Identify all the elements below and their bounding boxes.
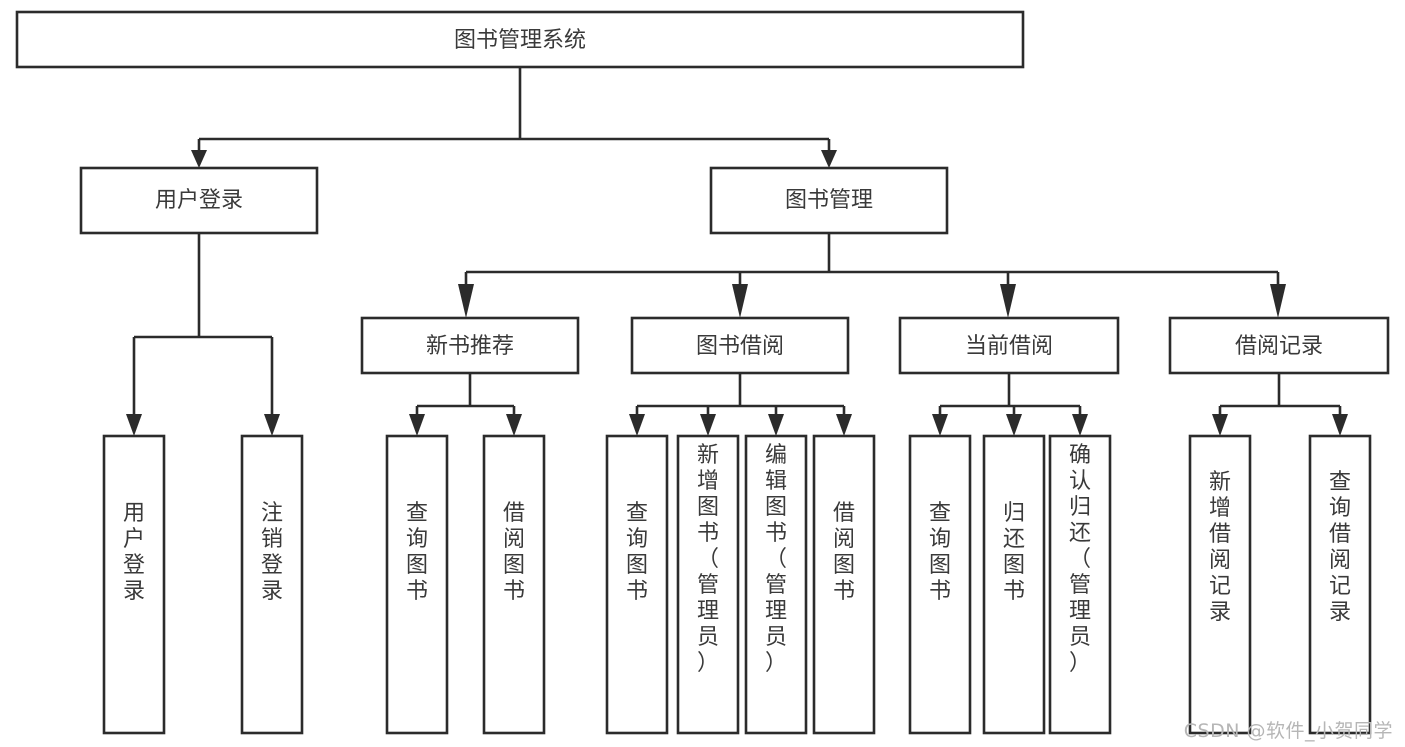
arrowhead-new-book-rec — [458, 284, 474, 318]
node-book-management[interactable]: 图书管理 — [709, 166, 949, 235]
leaf-user-login-label: 用户登录 — [123, 501, 145, 604]
leaf-query-book-3-label: 查询图书 — [929, 501, 951, 604]
node-current-borrowing[interactable]: 当前借阅 — [898, 316, 1120, 375]
leaf-borrow-book-2-label: 借阅图书 — [833, 501, 855, 604]
leaf-query-book-3[interactable]: 查询图书 — [908, 434, 972, 735]
leaf-add-book-admin-label: 新增图书（管理员） — [697, 443, 719, 676]
leaf-layer: 用户登录 注销登录 查询图书 借阅图书 查询图书 新增图书（管理员） — [102, 434, 1372, 735]
leaf-borrow-book-1-box[interactable] — [482, 434, 546, 735]
leaf-logout-label: 注销登录 — [261, 501, 283, 604]
leaf-confirm-return-admin-label: 确认归还（管理员） — [1069, 443, 1091, 676]
leaf-confirm-return-admin[interactable]: 确认归还（管理员） — [1048, 434, 1112, 735]
leaf-logout[interactable]: 注销登录 — [240, 434, 304, 735]
node-current-borrowing-label: 当前借阅 — [965, 334, 1053, 359]
leaf-user-login-box[interactable] — [102, 434, 166, 735]
leaf-add-book-admin-box[interactable] — [676, 434, 740, 735]
leaf-query-book-1-box[interactable] — [385, 434, 449, 735]
csdn-watermark: CSDN @软件_小贺同学 — [1183, 720, 1393, 742]
leaf-return-book[interactable]: 归还图书 — [982, 434, 1046, 735]
leaf-return-book-label: 归还图书 — [1003, 501, 1025, 604]
leaf-borrow-book-1-label: 借阅图书 — [503, 501, 525, 604]
leaf-query-book-1-label: 查询图书 — [406, 501, 428, 604]
node-borrowing-record-box[interactable] — [1168, 316, 1390, 375]
leaf-query-book-3-box[interactable] — [908, 434, 972, 735]
connector-layer — [126, 67, 1348, 436]
arrowhead-leaf-query-book-2 — [629, 414, 645, 436]
leaf-edit-book-admin[interactable]: 编辑图书（管理员） — [744, 434, 808, 735]
node-user-login-label: 用户登录 — [155, 188, 243, 213]
node-current-borrowing-box[interactable] — [898, 316, 1120, 375]
arrowhead-leaf-edit-book — [768, 414, 784, 436]
node-book-borrowing[interactable]: 图书借阅 — [630, 316, 850, 375]
arrowhead-leaf-query-book-3 — [932, 414, 948, 436]
leaf-query-borrow-record-box[interactable] — [1308, 434, 1372, 735]
node-user-login-box[interactable] — [79, 166, 319, 235]
arrowhead-leaf-add-book — [700, 414, 716, 436]
arrowhead-borrow-record — [1270, 284, 1286, 318]
leaf-add-borrow-record[interactable]: 新增借阅记录 — [1188, 434, 1252, 735]
leaf-query-book-2-label: 查询图书 — [626, 501, 648, 604]
leaf-borrow-book-1[interactable]: 借阅图书 — [482, 434, 546, 735]
arrowhead-root-to-user-login — [191, 150, 207, 168]
leaf-query-book-1[interactable]: 查询图书 — [385, 434, 449, 735]
node-borrowing-record[interactable]: 借阅记录 — [1168, 316, 1390, 375]
leaf-query-borrow-record-label: 查询借阅记录 — [1329, 470, 1351, 625]
leaf-add-borrow-record-label: 新增借阅记录 — [1209, 470, 1231, 625]
arrowhead-root-to-book-mgmt — [821, 150, 837, 168]
leaf-logout-box[interactable] — [240, 434, 304, 735]
node-user-login[interactable]: 用户登录 — [79, 166, 319, 235]
arrowhead-book-borrow — [732, 284, 748, 318]
node-book-borrowing-label: 图书借阅 — [696, 334, 784, 359]
node-root-box[interactable] — [15, 10, 1025, 69]
leaf-edit-book-admin-box[interactable] — [744, 434, 808, 735]
node-book-management-box[interactable] — [709, 166, 949, 235]
node-root[interactable]: 图书管理系统 — [15, 10, 1025, 69]
leaf-user-login[interactable]: 用户登录 — [102, 434, 166, 735]
node-new-book-recommendation-box[interactable] — [360, 316, 580, 375]
arrowhead-leaf-borrow-book-1 — [506, 414, 522, 436]
node-new-book-recommendation[interactable]: 新书推荐 — [360, 316, 580, 375]
node-borrowing-record-label: 借阅记录 — [1235, 334, 1323, 359]
leaf-query-borrow-record[interactable]: 查询借阅记录 — [1308, 434, 1372, 735]
leaf-borrow-book-2[interactable]: 借阅图书 — [812, 434, 876, 735]
arrowhead-leaf-user-login — [126, 414, 142, 436]
leaf-confirm-return-admin-box[interactable] — [1048, 434, 1112, 735]
arrowhead-leaf-query-book-1 — [409, 414, 425, 436]
arrowhead-current-borrow — [1000, 284, 1016, 318]
leaf-edit-book-admin-label: 编辑图书（管理员） — [765, 443, 787, 676]
leaf-add-book-admin[interactable]: 新增图书（管理员） — [676, 434, 740, 735]
node-book-management-label: 图书管理 — [785, 188, 873, 213]
arrowhead-leaf-add-record — [1212, 414, 1228, 436]
node-book-borrowing-box[interactable] — [630, 316, 850, 375]
leaf-query-book-2-box[interactable] — [605, 434, 669, 735]
leaf-return-book-box[interactable] — [982, 434, 1046, 735]
leaf-add-borrow-record-box[interactable] — [1188, 434, 1252, 735]
arrowhead-leaf-logout — [264, 414, 280, 436]
arrowhead-leaf-query-record — [1332, 414, 1348, 436]
arrowhead-leaf-return-book — [1006, 414, 1022, 436]
node-root-label: 图书管理系统 — [454, 28, 586, 53]
arrowhead-leaf-borrow-book-2 — [836, 414, 852, 436]
leaf-query-book-2[interactable]: 查询图书 — [605, 434, 669, 735]
arrowhead-leaf-confirm-return — [1072, 414, 1088, 436]
leaf-borrow-book-2-box[interactable] — [812, 434, 876, 735]
node-new-book-recommendation-label: 新书推荐 — [426, 334, 514, 359]
